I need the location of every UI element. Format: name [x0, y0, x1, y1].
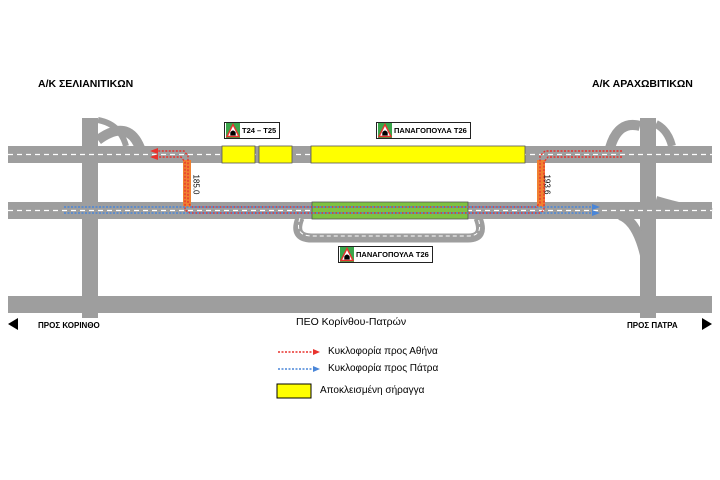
tunnel-badge-t24-t25-text: T24 – T25	[242, 126, 277, 135]
crossover-left	[183, 160, 191, 207]
arrow-right-icon	[702, 318, 712, 330]
chainage-left-label: 185.0	[191, 174, 201, 195]
tunnel-warning-icon	[378, 123, 392, 138]
patra-arrow-head-2	[592, 210, 600, 216]
crossover-right	[537, 160, 545, 207]
old-national-road	[8, 296, 712, 313]
tunnel-badge-t24-t25: T24 – T25	[224, 122, 281, 139]
junction-left-label: Α/Κ ΣΕΛΙΑΝΙΤΙΚΩΝ	[38, 78, 134, 90]
junction-right-label: Α/Κ ΑΡΑΧΩΒΙΤΙΚΩΝ	[592, 78, 693, 90]
open-tunnel-t26-lower	[311, 201, 469, 220]
athens-arrow-head-2	[150, 154, 158, 160]
legend-athens-text: Κυκλοφορία προς Αθήνα	[328, 346, 438, 357]
tunnel-badge-t26-upper: ΠΑΝΑΓΟΠΟΥΛΑ T26	[376, 122, 471, 139]
patra-arrow-head-1	[592, 204, 600, 210]
tunnel-badge-t26-upper-text: ΠΑΝΑΓΟΠΟΥΛΑ T26	[394, 126, 467, 135]
left-ramp-upper	[95, 125, 145, 151]
right-ramp-upper-right	[654, 120, 676, 148]
athens-route-line	[152, 150, 622, 208]
legend-athens-arrow	[313, 349, 320, 355]
closed-tunnel-t26-upper	[310, 145, 526, 164]
tunnel-warning-icon	[226, 123, 240, 138]
direction-patra-label: ΠΡΟΣ ΠΑΤΡΑ	[627, 321, 678, 330]
arrow-left-icon	[8, 318, 18, 330]
legend-closed-swatch	[276, 383, 312, 399]
tunnel-warning-icon	[340, 247, 354, 262]
chainage-right-label: 193.6	[542, 174, 552, 195]
athens-arrow-head-1	[150, 148, 158, 154]
direction-corinth-label: ΠΡΟΣ ΚΟΡΙΝΘΟ	[38, 321, 100, 330]
tunnel-badge-t26-lower-text: ΠΑΝΑΓΟΠΟΥΛΑ T26	[356, 250, 429, 259]
bypass-loop-marking	[298, 217, 481, 237]
closed-tunnel-t24	[221, 145, 256, 164]
legend-closed-text: Αποκλεισμένη σήραγγα	[320, 385, 425, 396]
closed-tunnel-t25	[258, 145, 293, 164]
road-name-label: ΠΕΟ Κορίνθου-Πατρών	[296, 316, 407, 328]
tunnel-badge-t26-lower: ΠΑΝΑΓΟΠΟΥΛΑ T26	[338, 246, 433, 263]
bypass-loop-road	[293, 216, 485, 243]
right-ramp-upper	[605, 120, 642, 150]
legend-patra-text: Κυκλοφορία προς Πάτρα	[328, 363, 439, 374]
legend-patra-arrow	[313, 366, 320, 372]
left-ramp-inner	[97, 117, 129, 147]
